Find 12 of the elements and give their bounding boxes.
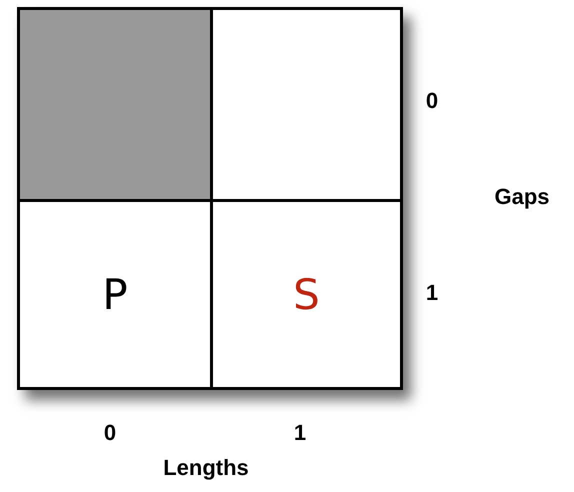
cell-letter: S: [293, 274, 320, 316]
axis-title: Lengths: [163, 455, 249, 481]
grid-cell: [210, 7, 403, 202]
cell-letter: P: [102, 274, 128, 316]
axis-tick-label: 0: [426, 88, 438, 114]
axis-title: Gaps: [494, 184, 550, 210]
axis-tick-label: 1: [294, 420, 306, 446]
grid-cell: [17, 199, 213, 390]
axis-tick-label: 1: [426, 280, 438, 306]
axis-tick-label: 0: [104, 420, 116, 446]
grid-cell: [210, 199, 403, 390]
grid-cell: [17, 7, 213, 202]
